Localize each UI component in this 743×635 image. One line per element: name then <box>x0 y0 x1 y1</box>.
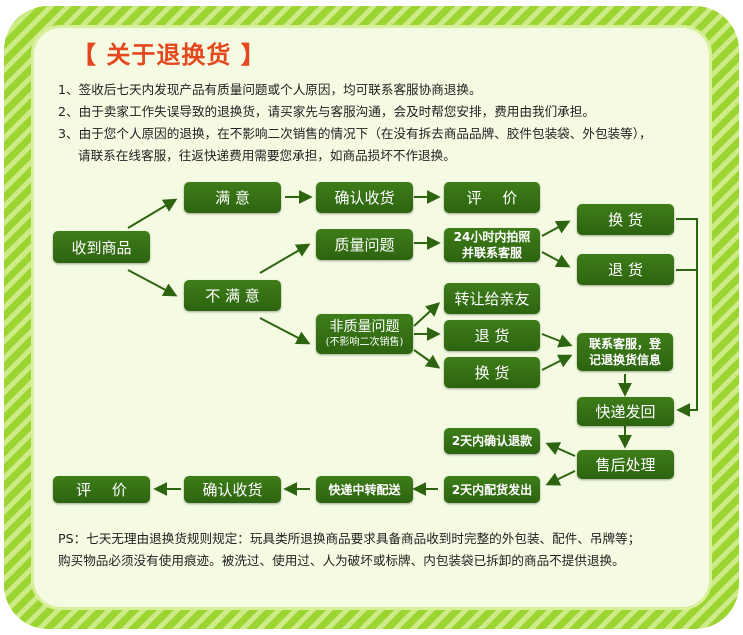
arrow-aftersales-to-ship <box>545 470 576 486</box>
photo-24h-line1: 24小时内拍照 <box>453 230 531 244</box>
ps-line-2: 购买物品必须没有使用痕迹。被洗过、使用过、人为破坏或标牌、内包装袋已拆卸的商品不… <box>58 553 625 568</box>
contact-line2: 记退换货信息 <box>588 353 661 367</box>
node-exchange-mid: 换 货 <box>444 357 540 388</box>
non-quality-line1: 非质量问题 <box>329 318 400 335</box>
rule-item-3-continued: 请联系在线客服，往返快递费用需要您承担，如商品损坏不作退换。 <box>78 148 456 163</box>
node-contact-service: 联系客服，登记退换货信息 <box>577 333 673 371</box>
node-ship-2-days: 2天内配货发出 <box>444 476 540 503</box>
node-non-quality: 非质量问题 (不影响二次销售) <box>316 314 413 354</box>
node-review-top: 评 价 <box>444 182 540 213</box>
node-express-transit: 快递中转配送 <box>316 476 413 503</box>
arrow-receive-to-satisfied <box>127 198 178 229</box>
node-quality-issue: 质量问题 <box>316 229 413 260</box>
arrow-right-side-loop <box>676 218 698 417</box>
ps-note: PS：七天无理由退换货规则规定：玩具类所退换商品要求具备商品收到时完整的外包装、… <box>58 528 640 572</box>
arrow-photo-to-exchange <box>541 220 571 237</box>
arrow-exchange-to-contact <box>541 354 573 371</box>
node-review-bottom: 评 价 <box>53 476 150 503</box>
node-photo-24h: 24小时内拍照并联系客服 <box>444 228 540 262</box>
node-unsatisfied: 不 满 意 <box>184 280 281 311</box>
rule-item-1: 1、签收后七天内发现产品有质量问题或个人原因，均可联系客服协商退换。 <box>58 82 482 97</box>
arrow-return-to-contact <box>541 333 573 348</box>
node-transfer-friend: 转让给亲友 <box>444 283 540 314</box>
node-confirm-receipt-bottom: 确认收货 <box>184 476 281 503</box>
rule-item-3: 3、由于您个人原因的退换，在不影响二次销售的情况下（在没有拆去商品品牌、胶件包装… <box>58 126 652 141</box>
node-confirm-refund: 2天内确认退款 <box>444 428 540 454</box>
arrow-unsatisfied-to-nonquality <box>259 317 311 345</box>
node-confirm-receipt-top: 确认收货 <box>316 182 413 213</box>
arrow-unsatisfied-to-quality <box>259 243 311 274</box>
contact-line1: 联系客服，登 <box>588 337 661 351</box>
arrow-nonquality-to-transfer <box>413 302 441 327</box>
arrow-receive-to-unsatisfied <box>127 269 178 297</box>
arrow-nonquality-to-exchange <box>413 349 441 369</box>
photo-24h-line2: 并联系客服 <box>461 246 522 260</box>
arrow-aftersales-to-refund <box>545 442 576 457</box>
node-express-back: 快递发回 <box>577 397 674 426</box>
node-exchange-right: 换 货 <box>577 204 674 235</box>
node-return-mid: 退 货 <box>444 320 540 351</box>
node-satisfied: 满 意 <box>184 182 281 213</box>
node-receive: 收到商品 <box>53 231 150 263</box>
rule-item-2: 2、由于卖家工作失误导致的退换货，请买家先与客服沟通，会及时帮您安排，费用由我们… <box>58 104 595 119</box>
page-title: 【 关于退换货 】 <box>72 41 266 69</box>
arrow-photo-to-return <box>541 251 571 268</box>
node-after-sales: 售后处理 <box>577 450 674 479</box>
non-quality-line2: (不影响二次销售) <box>325 336 404 348</box>
rules-list: 1、签收后七天内发现产品有质量问题或个人原因，均可联系客服协商退换。 2、由于卖… <box>58 79 652 167</box>
node-return-right: 退 货 <box>577 254 674 285</box>
ps-line-1: PS：七天无理由退换货规则规定：玩具类所退换商品要求具备商品收到时完整的外包装、… <box>58 531 641 546</box>
